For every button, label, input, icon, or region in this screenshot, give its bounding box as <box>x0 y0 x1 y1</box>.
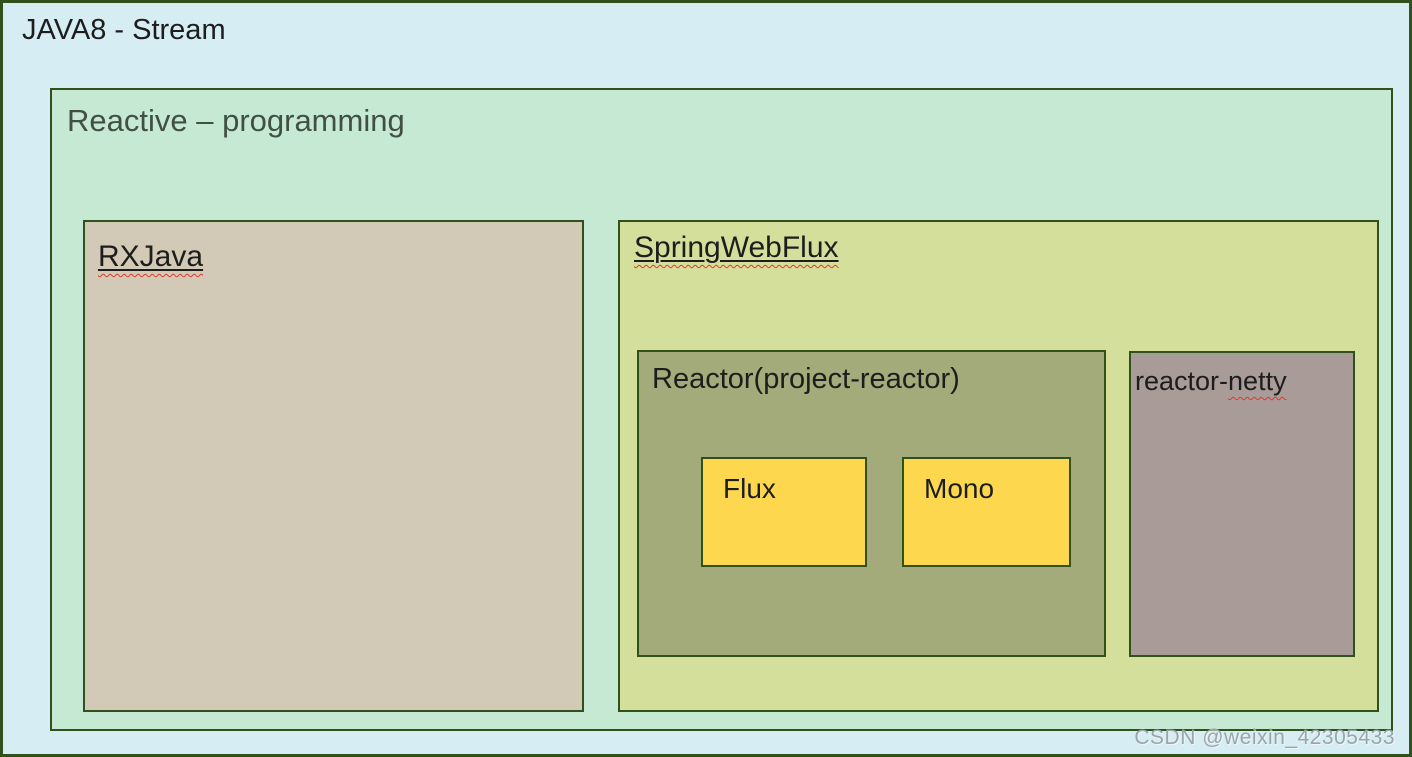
rxjava-label: RXJava <box>98 240 203 275</box>
reactor-netty-box: reactor-netty <box>1129 351 1355 657</box>
rxjava-box: RXJava <box>83 220 584 712</box>
reactive-programming-box: Reactive – programming RXJava SpringWebF… <box>50 88 1393 731</box>
mono-label: Mono <box>924 473 995 504</box>
reactor-netty-prefix-text: reactor- <box>1135 366 1229 396</box>
netty-spellcheck-wave: netty <box>1228 366 1287 396</box>
reactor-label: Reactor(project-reactor) <box>652 363 960 395</box>
flux-box: Flux <box>701 457 867 567</box>
csdn-watermark: CSDN @weixin_42305433 <box>1134 726 1395 749</box>
reactor-netty-label: reactor-netty <box>1135 366 1287 397</box>
mono-box: Mono <box>902 457 1071 567</box>
springwebflux-spellcheck-wave: SpringWebFlux <box>634 231 839 264</box>
springwebflux-text: SpringWebFlux <box>634 231 839 264</box>
rxjava-text: RXJava <box>98 240 204 273</box>
springwebflux-label: SpringWebFlux <box>634 231 839 266</box>
reactive-programming-label: Reactive – programming <box>67 103 405 138</box>
springwebflux-box: SpringWebFlux Reactor(project-reactor) F… <box>618 220 1379 712</box>
rxjava-spellcheck-wave: RXJava <box>98 240 203 273</box>
reactor-box: Reactor(project-reactor) Flux Mono <box>637 350 1106 657</box>
flux-label: Flux <box>723 473 776 504</box>
java8-stream-title: JAVA8 - Stream <box>22 14 226 46</box>
